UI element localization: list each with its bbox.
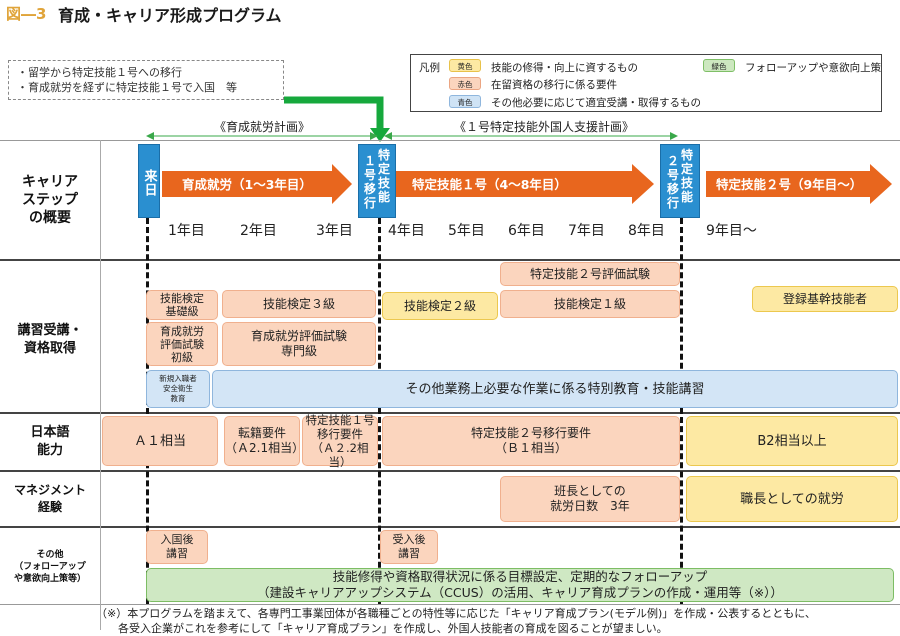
row-divider bbox=[0, 412, 900, 414]
year-label: 8年目 bbox=[628, 223, 665, 239]
step-arrival: 来日 bbox=[138, 144, 160, 218]
footnote-line: （※）本プログラムを踏まえて、各専門工事業団体が各職種ごとの特性等に応じた「キャ… bbox=[96, 607, 816, 620]
legend-chip-blue: 青色 bbox=[449, 95, 481, 108]
legend-text-red: 在留資格の移行に係る要件 bbox=[491, 79, 617, 91]
year-label: 5年目 bbox=[448, 223, 485, 239]
milestone-line-ssw2 bbox=[680, 218, 683, 604]
row-divider bbox=[0, 259, 900, 261]
note-line: ・育成就労を経ずに特定技能１号で入国 等 bbox=[17, 81, 237, 94]
plan-label-ikusei: 《育成就労計画》 bbox=[212, 118, 313, 135]
box-japanese-transfer: 転籍要件（Ａ2.1相当） bbox=[224, 416, 304, 466]
row-label-other: その他 （フォローアップ や意欲向上策等） bbox=[13, 550, 86, 584]
row-divider bbox=[0, 140, 900, 141]
legend: 凡例 黄色 技能の修得・向上に資するもの 赤色 在留資格の移行に係る要件 青色 … bbox=[410, 54, 882, 112]
arrow-ikusei bbox=[162, 164, 352, 204]
plan-label-ssw1: 《１号特定技能外国人支援計画》 bbox=[452, 118, 637, 135]
box-japanese-ssw1-requirement: 特定技能１号移行要件（Ａ２.2相当） bbox=[302, 413, 378, 469]
row-divider bbox=[0, 526, 900, 528]
legend-text-yellow: 技能の修得・向上に資するもの bbox=[491, 62, 638, 74]
arrow-label-ssw2: 特定技能２号（9年目～） bbox=[716, 177, 862, 192]
column-divider bbox=[100, 140, 101, 630]
box-followup-measures: 技能修得や資格取得状況に係る目標設定、定期的なフォローアップ（建設キャリアアップ… bbox=[146, 568, 894, 602]
entry-routes-note: ・留学から特定技能１号への移行 ・育成就労を経ずに特定技能１号で入国 等 bbox=[8, 60, 284, 100]
note-line: ・留学から特定技能１号への移行 bbox=[17, 66, 182, 79]
figure-label: 図―3 bbox=[6, 5, 47, 23]
box-japanese-a1: Ａ１相当 bbox=[102, 416, 218, 466]
box-special-education: その他業務上必要な作業に係る特別教育・技能講習 bbox=[212, 370, 898, 408]
box-registered-core-technician: 登録基幹技能者 bbox=[752, 286, 898, 312]
row-divider bbox=[0, 470, 900, 472]
year-label: 6年目 bbox=[508, 223, 545, 239]
box-foreman-experience: 班長としての就労日数 3年 bbox=[500, 476, 680, 522]
connector-arrow bbox=[284, 96, 390, 142]
row-label-training: 講習受講・ 資格取得 bbox=[17, 323, 83, 356]
box-skill-test-basic: 技能検定基礎級 bbox=[146, 290, 218, 320]
box-skill-test-grade3: 技能検定３級 bbox=[222, 290, 376, 318]
legend-text-blue: その他必要に応じて適宜受講・取得するもの bbox=[491, 97, 701, 109]
year-label: 9年目～ bbox=[706, 223, 757, 239]
arrow-label-ikusei: 育成就労（1～3年目） bbox=[182, 177, 312, 192]
footnote-line: 各受入企業がこれを参考にして「キャリア育成プラン」を作成し、外国人技能者の育成を… bbox=[118, 622, 668, 635]
row-label-career: キャリア ステップ の概要 bbox=[22, 174, 78, 226]
legend-text-green: フォローアップや意欲向上策 bbox=[745, 62, 882, 74]
box-ikusei-exam-specialist: 育成就労評価試験専門級 bbox=[222, 322, 376, 366]
year-label: 2年目 bbox=[240, 223, 277, 239]
box-skill-test-grade1: 技能検定１級 bbox=[500, 290, 680, 318]
milestone-line-ssw1 bbox=[378, 218, 381, 604]
box-ssw2-exam: 特定技能２号評価試験 bbox=[500, 262, 680, 286]
box-japanese-b2: B2相当以上 bbox=[686, 416, 898, 466]
box-skill-test-grade2: 技能検定２級 bbox=[382, 292, 498, 320]
legend-chip-green: 緑色 bbox=[703, 59, 735, 72]
year-label: 3年目 bbox=[316, 223, 353, 239]
year-label: 4年目 bbox=[388, 223, 425, 239]
row-divider bbox=[0, 604, 900, 605]
row-label-management: マネジメント 経験 bbox=[13, 483, 86, 514]
year-label: 1年目 bbox=[168, 223, 205, 239]
plan-range-arrows bbox=[146, 132, 678, 140]
arrow-label-ssw1: 特定技能１号（4～8年目） bbox=[412, 177, 567, 192]
legend-title: 凡例 bbox=[419, 62, 440, 74]
box-chief-experience: 職長としての就労 bbox=[686, 476, 898, 522]
figure-title: 育成・キャリア形成プログラム bbox=[58, 6, 282, 25]
box-post-entry-course: 入国後講習 bbox=[146, 530, 208, 564]
legend-chip-yellow: 黄色 bbox=[449, 59, 481, 72]
milestone-line-arrival bbox=[146, 218, 149, 604]
legend-chip-red: 赤色 bbox=[449, 77, 481, 90]
arrow-ssw2 bbox=[706, 164, 892, 204]
row-label-japanese: 日本語 能力 bbox=[30, 425, 70, 458]
year-label: 7年目 bbox=[568, 223, 605, 239]
box-new-hire-safety-education: 新規入職者安全衛生教育 bbox=[146, 370, 210, 408]
career-arrows: 育成就労（1～3年目） 特定技能１号（4～8年目） 特定技能２号（9年目～） bbox=[162, 164, 892, 204]
arrow-ssw1 bbox=[396, 164, 654, 204]
box-japanese-ssw2-requirement: 特定技能２号移行要件（Ｂ１相当） bbox=[382, 416, 680, 466]
box-post-acceptance-course: 受入後講習 bbox=[380, 530, 438, 564]
box-ikusei-exam-beginner: 育成就労評価試験初級 bbox=[146, 322, 218, 366]
